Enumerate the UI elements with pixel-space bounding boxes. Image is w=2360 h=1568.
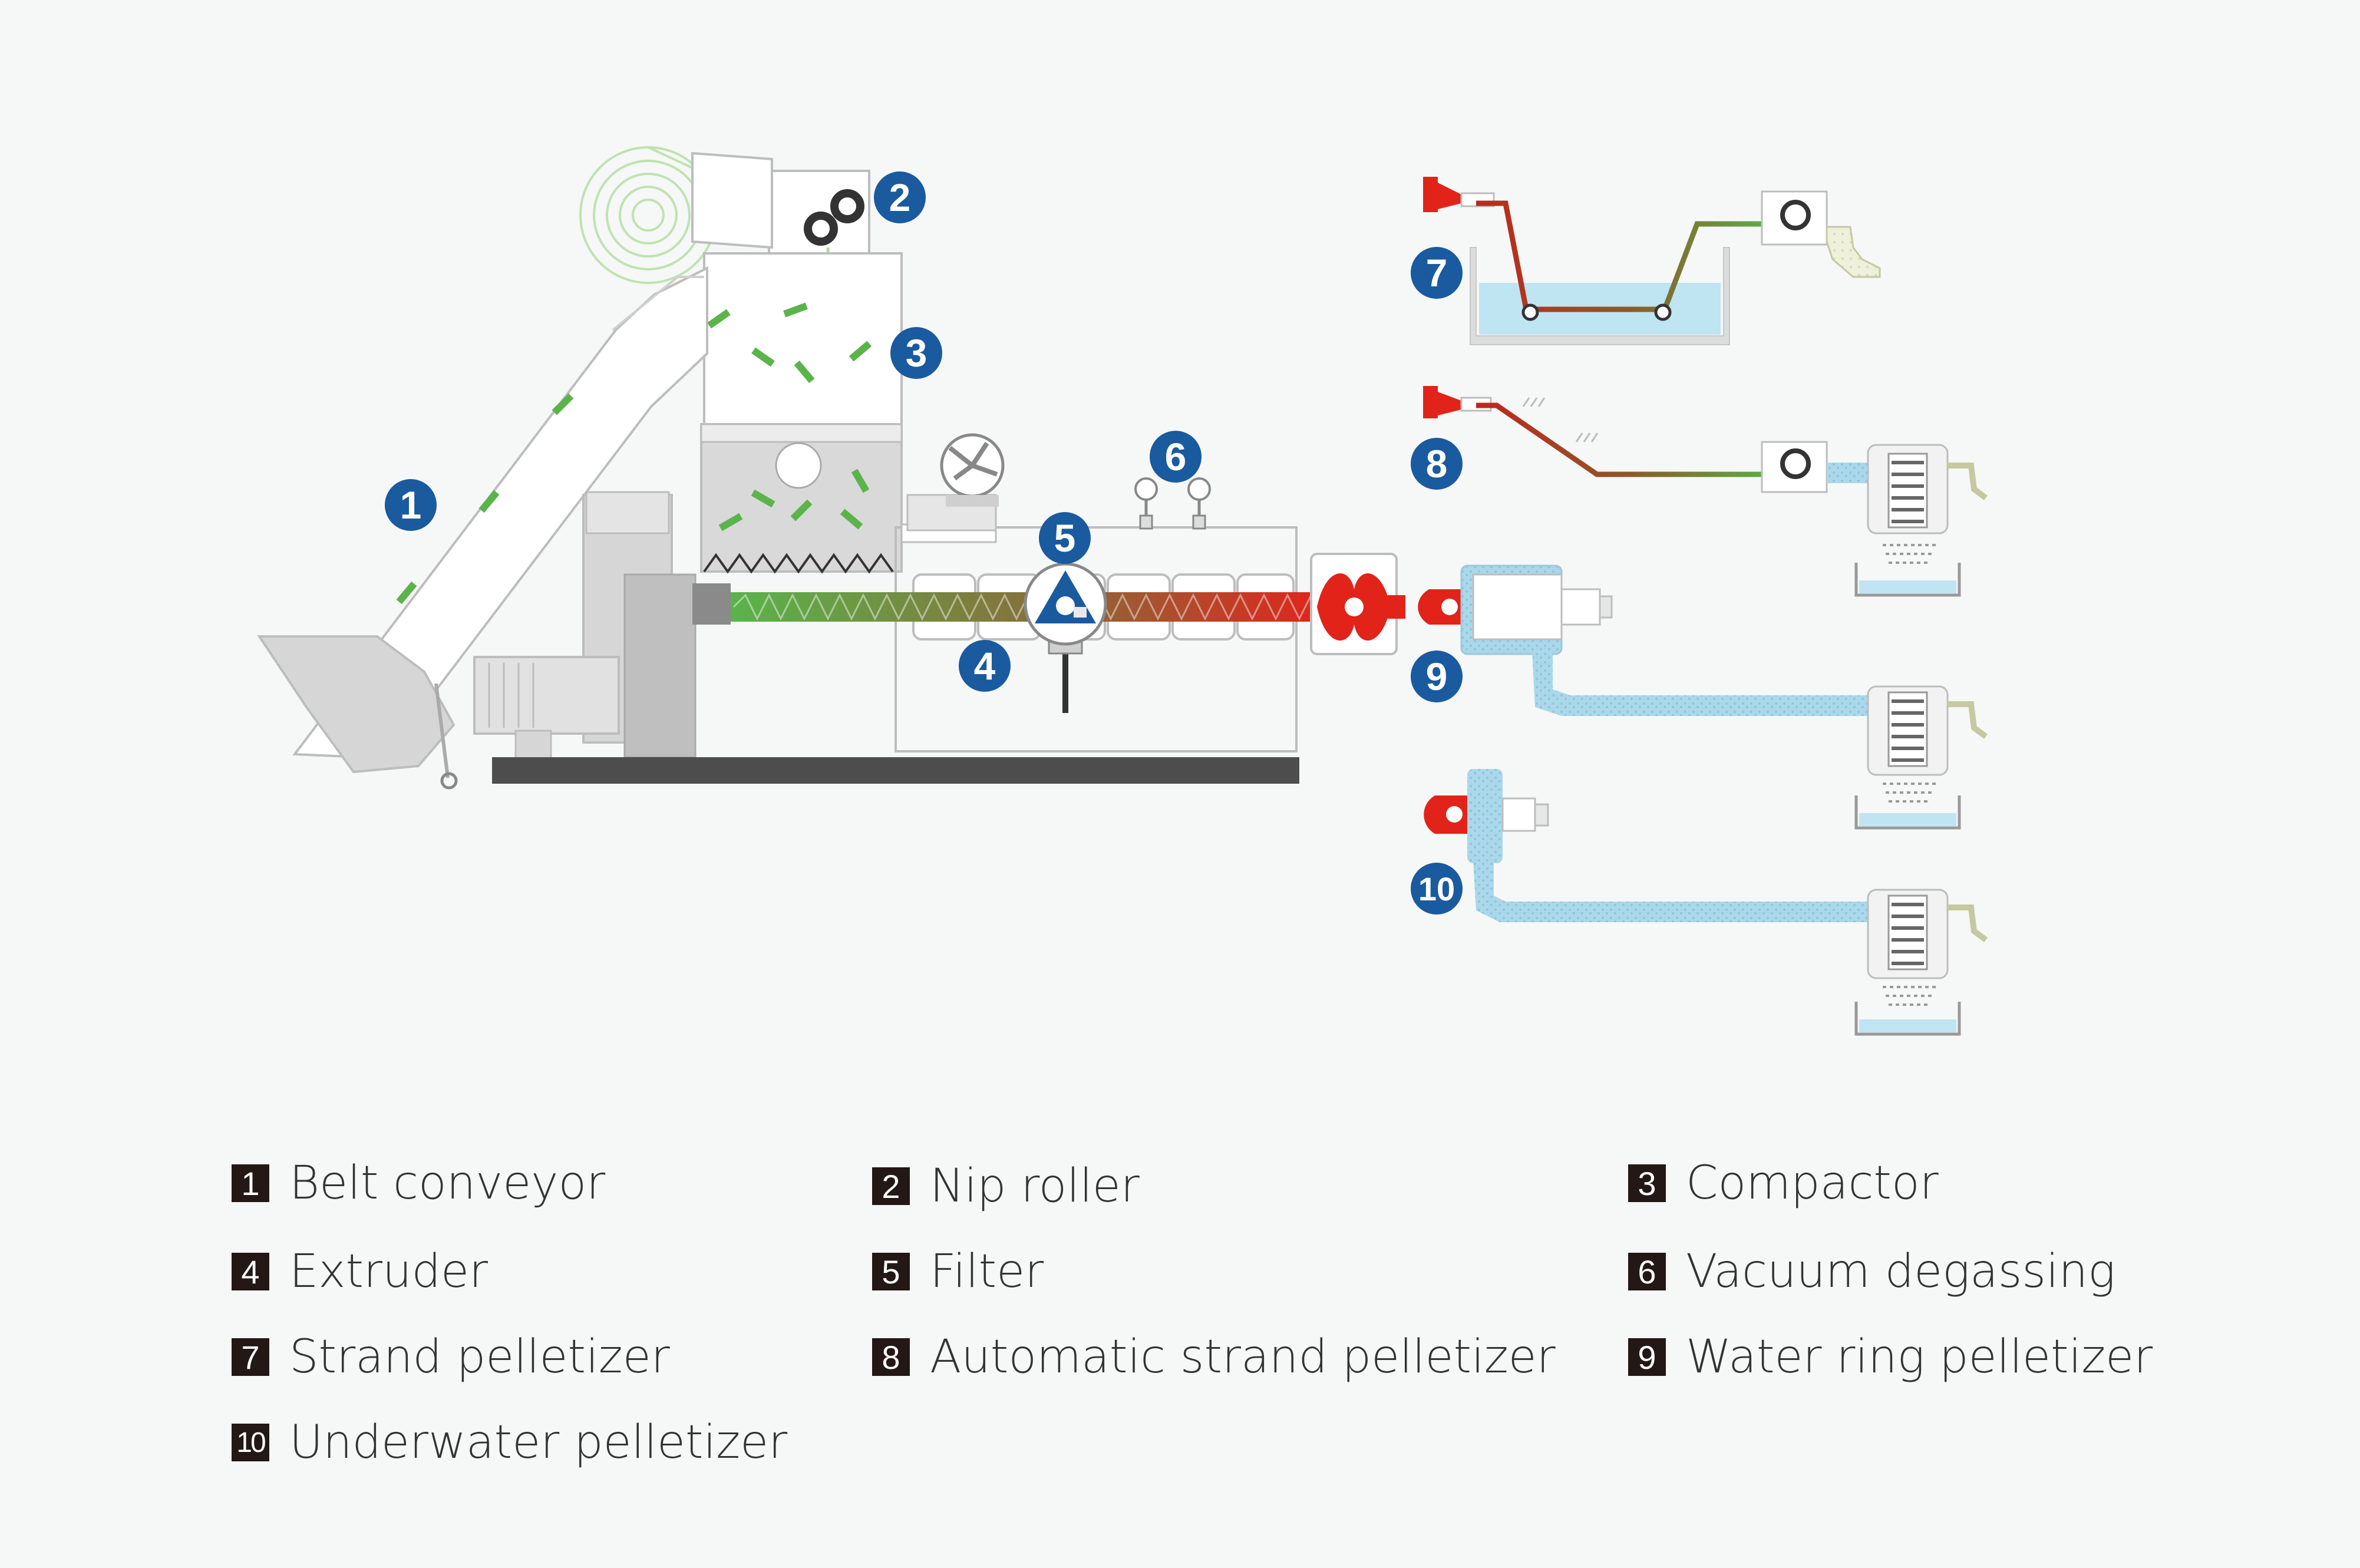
badge-underwater-pelletizer: 10 bbox=[1411, 863, 1463, 915]
legend-number: 8 bbox=[872, 1338, 910, 1376]
svg-text:4: 4 bbox=[974, 644, 996, 688]
legend-item-extruder: 4 Extruder bbox=[232, 1245, 488, 1298]
drive-motor bbox=[473, 656, 620, 735]
legend-item-underwater-pelletizer: 10 Underwater pelletizer bbox=[232, 1416, 787, 1469]
water-pipe bbox=[1473, 860, 1871, 922]
legend-label: Extruder bbox=[289, 1245, 488, 1298]
legend-number: 9 bbox=[1628, 1338, 1666, 1376]
reduction-box bbox=[623, 573, 697, 758]
feed-tray bbox=[257, 635, 456, 774]
cutter-icon bbox=[1854, 889, 1988, 1036]
feed-chute bbox=[691, 151, 773, 249]
badge-nip-roller: 2 bbox=[874, 171, 926, 223]
filter-icon bbox=[1024, 562, 1107, 713]
badge-vacuum-degassing: 6 bbox=[1150, 431, 1202, 483]
svg-text:8: 8 bbox=[1426, 442, 1448, 486]
svg-text:3: 3 bbox=[906, 331, 928, 375]
cutter-icon bbox=[1854, 444, 1988, 597]
svg-text:10: 10 bbox=[1418, 870, 1455, 907]
legend-number: 3 bbox=[1628, 1164, 1666, 1202]
legend-label: Nip roller bbox=[930, 1160, 1140, 1213]
badge-extruder: 4 bbox=[959, 640, 1011, 692]
machine-base bbox=[492, 757, 1299, 784]
legend-item-compactor: 3 Compactor bbox=[1628, 1157, 1939, 1210]
legend-label: Automatic strand pelletizer bbox=[930, 1331, 1556, 1384]
water-bath bbox=[1470, 247, 1730, 345]
underwater-pelletizer-unit bbox=[1424, 769, 1988, 1036]
legend-item-nip-roller: 2 Nip roller bbox=[872, 1160, 1140, 1213]
legend-label: Filter bbox=[930, 1245, 1044, 1298]
legend-label: Strand pelletizer bbox=[289, 1331, 670, 1384]
svg-text:7: 7 bbox=[1426, 251, 1448, 295]
main-machine bbox=[257, 146, 1405, 790]
legend-number: 2 bbox=[872, 1167, 910, 1205]
badge-filter: 5 bbox=[1039, 512, 1091, 564]
legend-item-belt-conveyor: 1 Belt conveyor bbox=[232, 1157, 605, 1210]
die-head bbox=[1310, 553, 1405, 655]
badge-strand-pelletizer: 7 bbox=[1411, 247, 1463, 299]
cutter-icon bbox=[1854, 685, 1988, 830]
legend-item-water-ring-pelletizer: 9 Water ring pelletizer bbox=[1628, 1331, 2153, 1384]
fan-icon bbox=[906, 433, 1005, 532]
legend-number: 10 bbox=[232, 1424, 269, 1461]
plastic-flakes bbox=[396, 302, 872, 605]
legend-item-filter: 5 Filter bbox=[872, 1245, 1044, 1298]
legend-label: Underwater pelletizer bbox=[289, 1416, 788, 1469]
legend-label: Vacuum degassing bbox=[1686, 1245, 2115, 1298]
legend-item-automatic-strand-pelletizer: 8 Automatic strand pelletizer bbox=[872, 1331, 1556, 1384]
svg-text:1: 1 bbox=[400, 483, 422, 527]
legend-label: Compactor bbox=[1686, 1157, 1939, 1210]
legend-label: Belt conveyor bbox=[289, 1157, 606, 1210]
recycling-line-diagram: 1 2 3 4 5 6 7 8 9 10 bbox=[257, 146, 1988, 1036]
legend-number: 5 bbox=[872, 1253, 910, 1290]
svg-text:6: 6 bbox=[1165, 435, 1187, 478]
svg-text:9: 9 bbox=[1426, 655, 1448, 698]
legend-number: 6 bbox=[1628, 1253, 1666, 1290]
nip-roller-icon bbox=[804, 189, 864, 246]
svg-text:5: 5 bbox=[1054, 516, 1076, 560]
badge-automatic-strand-pelletizer: 8 bbox=[1411, 438, 1463, 490]
legend-number: 7 bbox=[232, 1338, 269, 1376]
badge-compactor: 3 bbox=[890, 327, 942, 379]
legend-item-strand-pelletizer: 7 Strand pelletizer bbox=[232, 1331, 670, 1384]
vacuum-gauge-icon bbox=[1134, 477, 1211, 530]
badge-water-ring-pelletizer: 9 bbox=[1411, 651, 1463, 702]
legend-label: Water ring pelletizer bbox=[1686, 1331, 2153, 1384]
legend-number: 1 bbox=[232, 1164, 269, 1202]
badge-belt-conveyor: 1 bbox=[385, 479, 437, 531]
machine-frame bbox=[895, 526, 1298, 752]
legend-item-vacuum-degassing: 6 Vacuum degassing bbox=[1628, 1245, 2115, 1298]
strand-pelletizer-unit bbox=[1423, 177, 1881, 345]
water-ring-pelletizer-unit bbox=[1418, 565, 1988, 830]
automatic-strand-pelletizer-unit bbox=[1423, 386, 1988, 597]
svg-text:2: 2 bbox=[889, 176, 911, 219]
water-pipe bbox=[1532, 651, 1871, 716]
legend-number: 4 bbox=[232, 1253, 269, 1290]
